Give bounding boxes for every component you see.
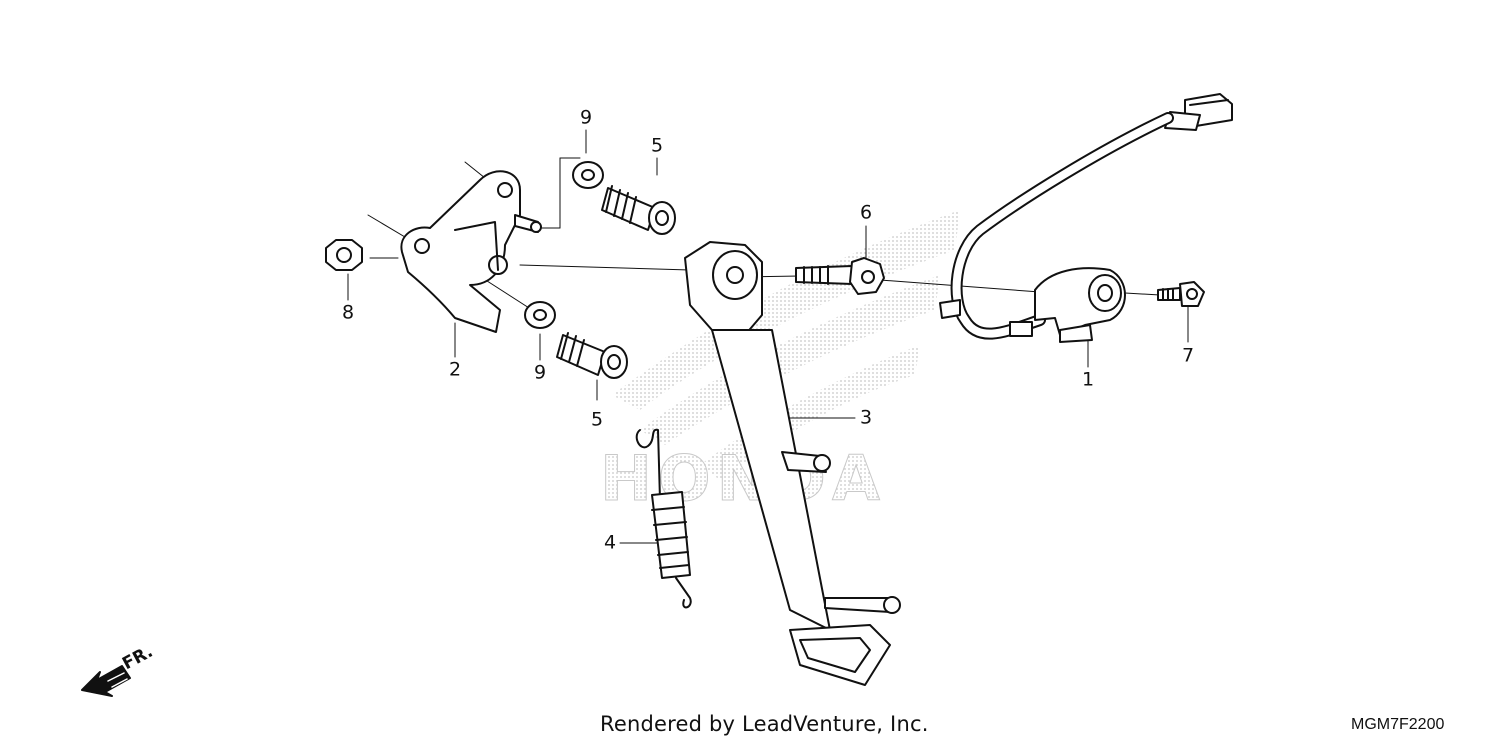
screw-part <box>1157 281 1205 307</box>
honda-watermark: HONDA <box>600 210 960 516</box>
watermark-wordmark: HONDA <box>600 442 886 515</box>
washer-part-lower <box>524 301 556 329</box>
washer-part-upper <box>572 161 604 189</box>
callout-1: 1 <box>1081 368 1095 391</box>
spring-part <box>635 428 692 609</box>
sidestand-switch-part <box>939 93 1233 343</box>
side-stand-part <box>684 241 901 686</box>
bolt-part-upper <box>601 185 676 235</box>
bracket-part <box>400 170 542 333</box>
bolt-part-lower <box>556 332 628 379</box>
nut-part <box>325 239 363 271</box>
callout-9-lower: 9 <box>533 361 547 384</box>
callout-5-lower: 5 <box>590 408 604 431</box>
callout-4: 4 <box>603 531 617 554</box>
callout-2: 2 <box>448 358 462 381</box>
front-arrow-icon <box>81 665 131 697</box>
diagram-code: MGM7F2200 <box>1351 716 1445 733</box>
callout-6: 6 <box>859 201 873 224</box>
callout-9-upper: 9 <box>579 106 593 129</box>
callout-7: 7 <box>1181 344 1195 367</box>
callout-5-upper: 5 <box>650 134 664 157</box>
pivot-bolt-part <box>795 257 885 295</box>
callout-3: 3 <box>859 406 873 429</box>
callout-8: 8 <box>341 301 355 324</box>
render-credit: Rendered by LeadVenture, Inc. <box>600 712 929 736</box>
